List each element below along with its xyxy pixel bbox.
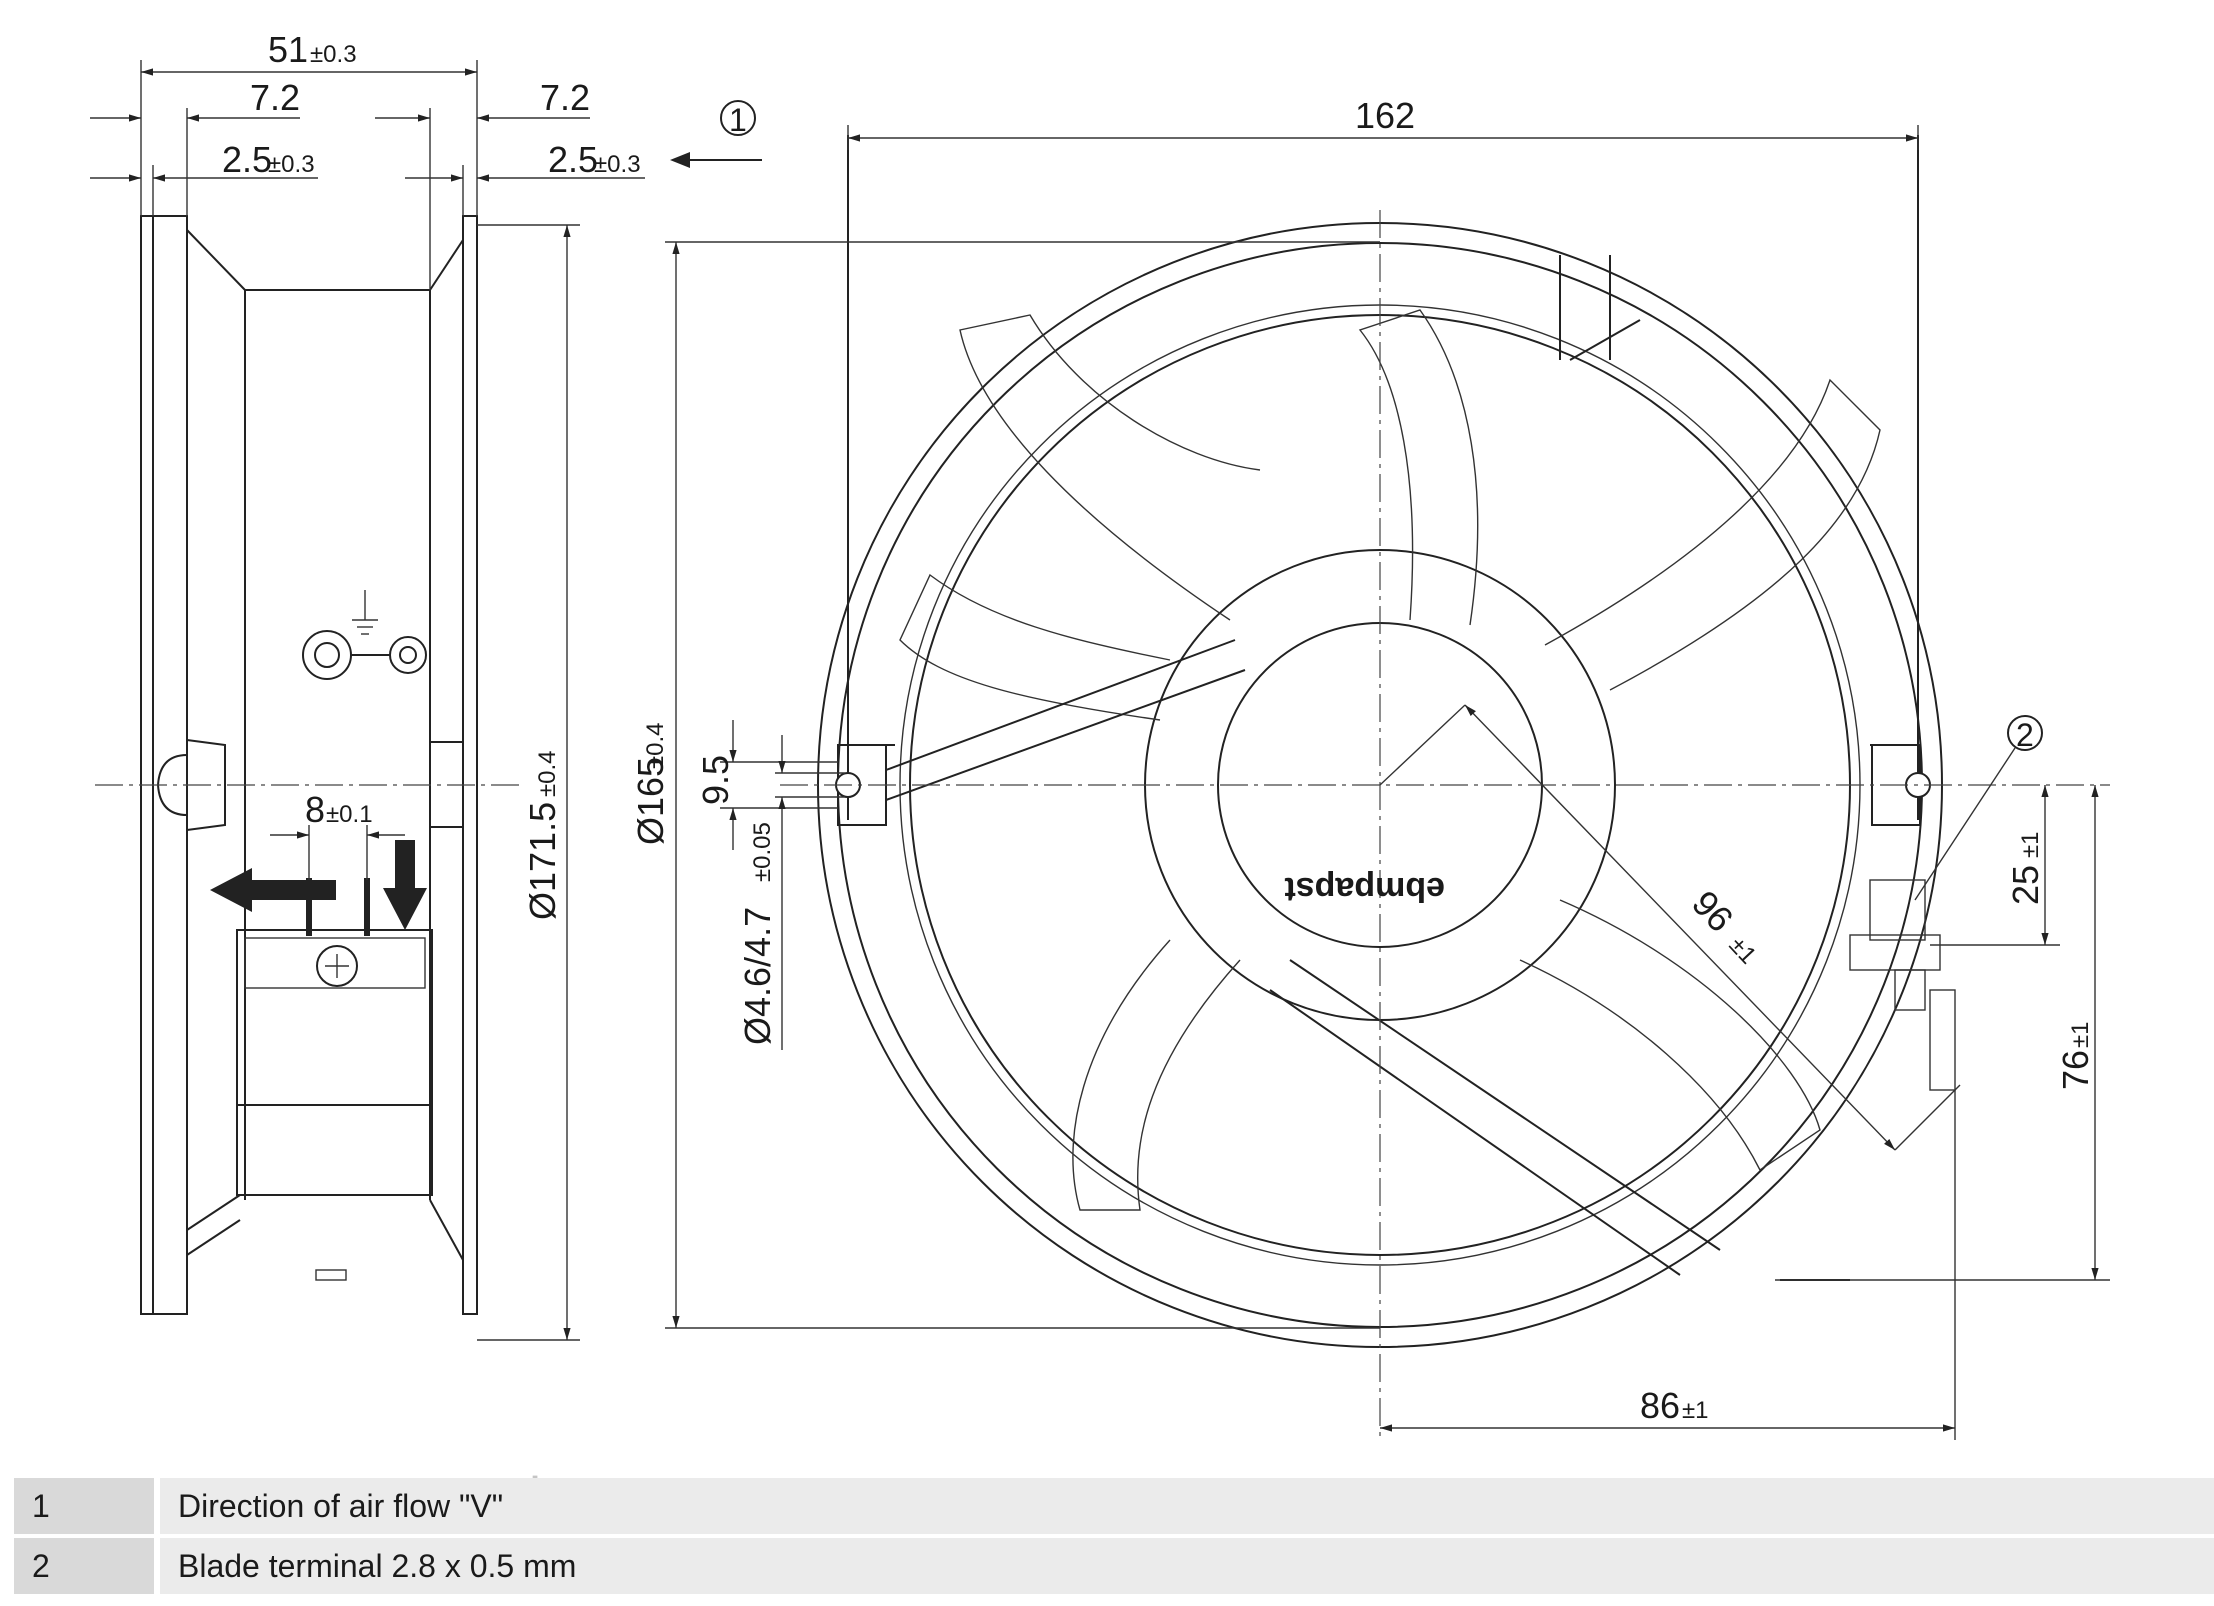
dim-diameter-165-tol: ±0.4 [642, 722, 669, 769]
dim-diameter-171: Ø171.5 [522, 802, 563, 920]
dim-offset-76-tol: ±1 [2067, 1021, 2094, 1048]
legend-text: Direction of air flow "V" [160, 1478, 2214, 1534]
dim-edge-right-tol: ±0.3 [594, 151, 641, 178]
dim-offset-25-tol: ±1 [2017, 831, 2044, 858]
dim-offset-86: 86 [1640, 1385, 1680, 1426]
dim-width-51-tol: ±0.3 [310, 41, 357, 68]
dim-offset-25: 25 [2005, 865, 2046, 905]
legend-row: 2 Blade terminal 2.8 x 0.5 mm [14, 1538, 2214, 1594]
dim-width-51: 51 [268, 29, 308, 70]
dim-offset-76: 76 [2055, 1050, 2096, 1090]
dim-flange-left: 7.2 [250, 77, 300, 118]
callout-2-label: 2 [2016, 717, 2034, 753]
dim-diameter-171-tol: ±0.4 [534, 750, 561, 797]
dim-slot-9-5: 9.5 [695, 755, 736, 805]
callout-1-label: 1 [729, 102, 747, 138]
dim-edge-right: 2.5 [548, 139, 598, 180]
front-view: ebmpapst 162 Ø165 ±0.4 9.5 Ø4.6/4.7 ±0.0… [630, 95, 2110, 1440]
legend-text: Blade terminal 2.8 x 0.5 mm [160, 1538, 2214, 1594]
technical-drawing: 51 ±0.3 7.2 7.2 2.5 ±0.3 2.5 ±0.3 Ø171.5… [90, 29, 2110, 1440]
legend-number: 2 [14, 1538, 154, 1594]
dim-offset-86-tol: ±1 [1682, 1397, 1709, 1424]
legend-number: 1 [14, 1478, 154, 1534]
dim-flange-right: 7.2 [540, 77, 590, 118]
dim-edge-left: 2.5 [222, 139, 272, 180]
callout-1: 1 [670, 100, 762, 168]
dim-terminal-gap: 8 [305, 789, 325, 830]
dim-overall-162: 162 [1355, 95, 1415, 136]
dim-terminal-gap-tol: ±0.1 [326, 801, 373, 828]
dim-radius-96: 96 [1684, 882, 1741, 939]
brand-logo-text: ebmpapst [1284, 870, 1445, 908]
side-view: 51 ±0.3 7.2 7.2 2.5 ±0.3 2.5 ±0.3 Ø171.5… [90, 29, 645, 1341]
dim-edge-left-tol: ±0.3 [268, 151, 315, 178]
dim-hole-diameter: Ø4.6/4.7 [737, 907, 778, 1045]
legend-row: 1 Direction of air flow "V" [14, 1478, 2214, 1534]
dim-hole-diameter-tol: ±0.05 [749, 822, 776, 882]
legend-table: 1 Direction of air flow "V" 2 Blade term… [14, 1478, 2214, 1598]
dim-diameter-165: Ø165 [630, 757, 671, 845]
dim-radius-96-tol: ±1 [1724, 932, 1762, 970]
